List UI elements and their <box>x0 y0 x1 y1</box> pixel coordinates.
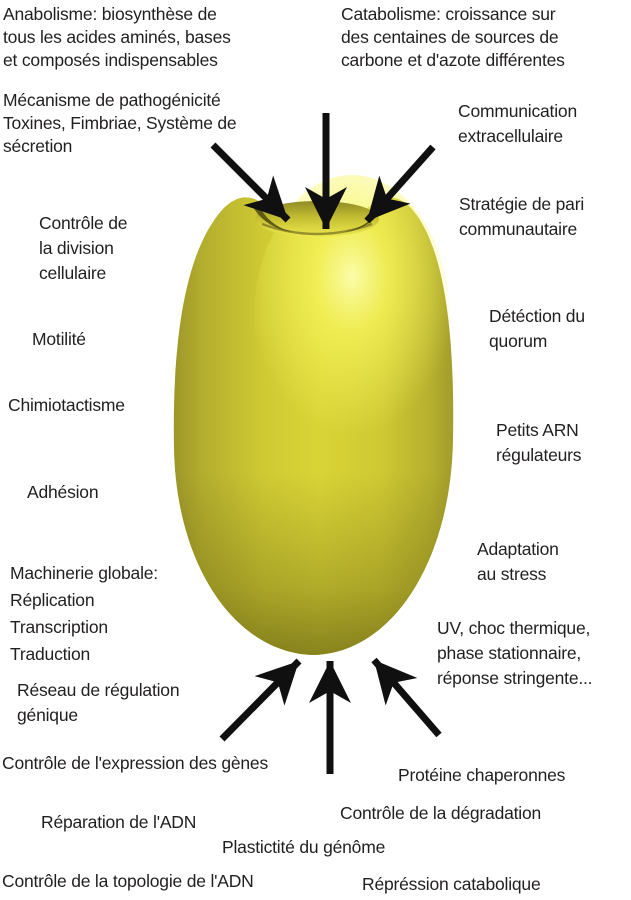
arrow-top-right <box>364 144 436 224</box>
cell-highlight <box>254 175 450 465</box>
label-reparation-adn: Réparation de l'ADN <box>41 812 197 832</box>
label-anabolisme: Anabolisme: biosynthèse de tous les acid… <box>3 4 231 70</box>
label-controle-topologie: Contrôle de la topologie de l'ADN <box>2 871 254 891</box>
label-catabolisme: Catabolisme: croissance sur des centaine… <box>341 4 565 70</box>
label-adhesion: Adhésion <box>27 482 99 502</box>
label-repression-catabolique: Répréssion catabolique <box>362 874 541 894</box>
label-chimiotactisme: Chimiotactisme <box>8 395 125 415</box>
label-communication: Communication extracellulaire <box>458 101 577 146</box>
label-reseau-regulation: Réseau de régulation génique <box>17 680 180 725</box>
label-proteine-chaperonnes: Protéine chaperonnes <box>398 765 566 785</box>
arrow-group <box>210 113 442 774</box>
label-plastictite-genome: Plastictité du génôme <box>222 837 386 857</box>
label-division-cellulaire: Contrôle de la division cellulaire <box>39 213 128 283</box>
cell-body <box>173 175 454 655</box>
arrow-top-left <box>210 142 291 223</box>
label-machinerie: Machinerie globale: Réplication Transcri… <box>10 563 158 664</box>
label-strategie-pari: Stratégie de pari communautaire <box>459 194 585 239</box>
label-pathogenicite: Mécanisme de pathogénicité Toxines, Fimb… <box>3 90 237 156</box>
label-adaptation-stress: Adaptation au stress <box>477 539 559 584</box>
arrow-bottom-left <box>219 658 302 742</box>
label-motilite: Motilité <box>32 329 86 349</box>
label-uv-choc: UV, choc thermique, phase stationnaire, … <box>437 618 593 688</box>
label-petits-arn: Petits ARN régulateurs <box>496 420 582 465</box>
label-controle-degradation: Contrôle de la dégradation <box>340 803 542 823</box>
arrow-bottom-right <box>371 657 442 738</box>
label-controle-expression: Contrôle de l'expression des gènes <box>2 753 269 773</box>
label-detection-quorum: Détéction du quorum <box>489 306 585 351</box>
